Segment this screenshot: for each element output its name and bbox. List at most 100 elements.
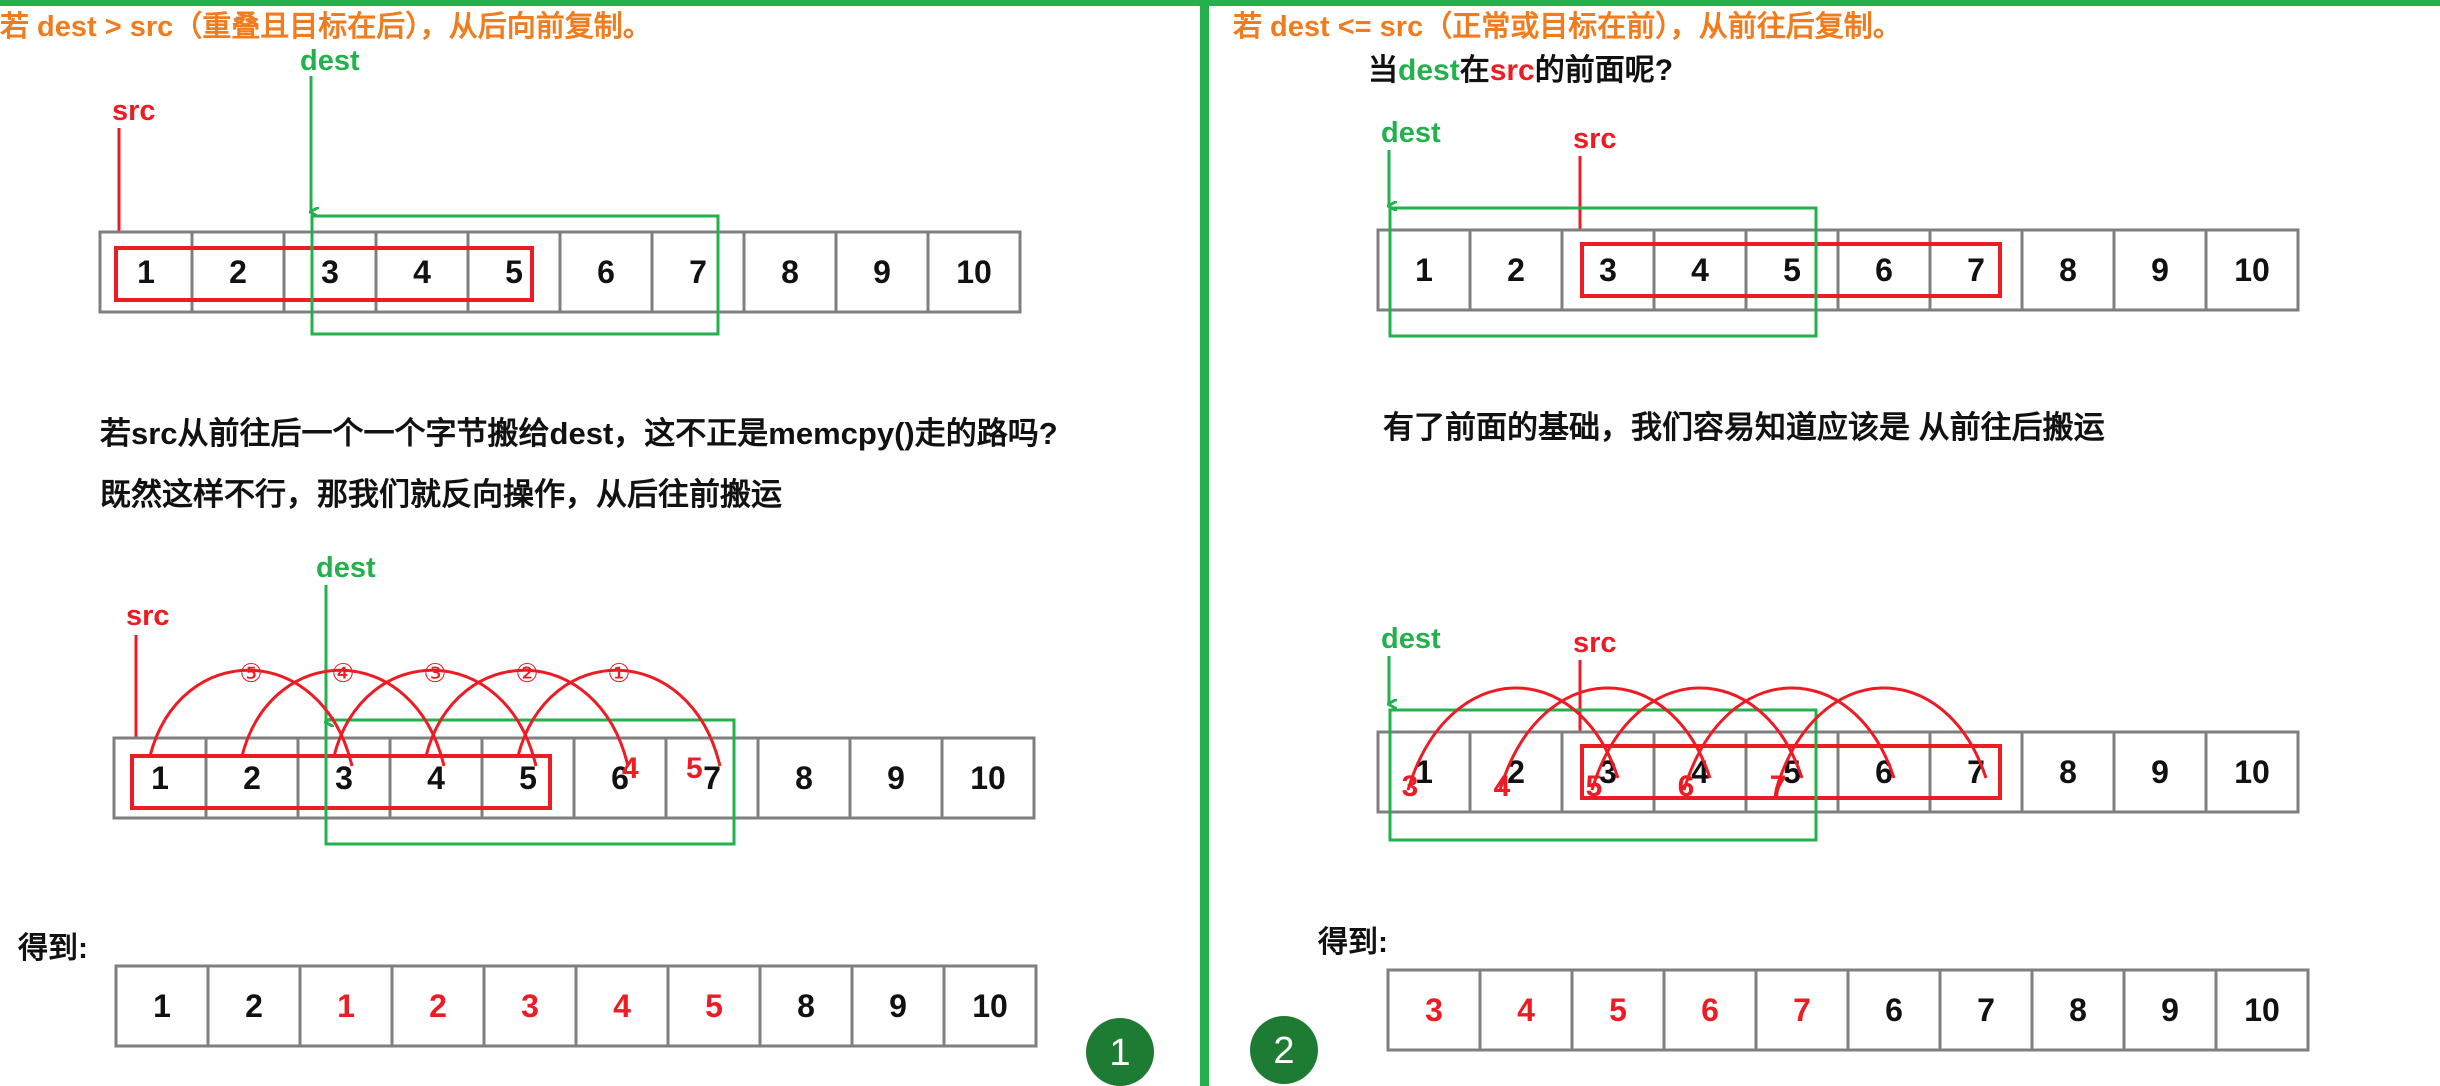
left-title: 若 dest > src（重叠且目标在后），从后向前复制。 [0,9,652,43]
right-d2-cell-2 [1468,730,1564,814]
left-copy-arc-3 [332,668,538,767]
right-d1-cell-9 [2112,228,2208,312]
left-d1-cell-10 [926,230,1022,314]
left-result-value-1: 1 [153,988,171,1024]
right-d2-value-10: 10 [2234,754,2270,790]
left-d1-value-8: 8 [781,254,799,290]
left-copied-value-6: 4 [622,752,639,785]
left-d1-value-1: 1 [137,254,155,290]
right-copied-value-1: 3 [1402,770,1419,803]
left-result-cell-10 [942,964,1038,1048]
right-d2-src-region [1580,744,2002,800]
left-d1-value-10: 10 [956,254,992,290]
right-result-cell-3 [1570,968,1666,1052]
right-d1-value-8: 8 [2059,252,2077,288]
left-result-value-4: 2 [429,988,447,1024]
right-d1-value-3: 3 [1599,252,1617,288]
right-d1-value-6: 6 [1875,252,1893,288]
left-explanation-line-1: 若src从前往后一个一个字节搬给dest，这不正是memcpy()走的路吗? [100,416,1058,451]
left-d2-cell-2 [204,736,300,820]
left-d1-value-6: 6 [597,254,615,290]
left-panel: 若 dest > src（重叠且目标在后），从后向前复制。 dest src 1… [0,9,1154,1086]
right-result-cell-6 [1846,968,1942,1052]
right-d1-value-10: 10 [2234,252,2270,288]
right-question-dest: dest [1398,54,1460,87]
right-d1-value-1: 1 [1415,252,1433,288]
right-d2-cell-9 [2112,730,2208,814]
right-copied-value-3: 5 [1586,770,1603,803]
left-badge-number: 1 [1109,1032,1130,1074]
left-copy-order-4: ② [515,658,538,688]
right-d1-value-9: 9 [2151,252,2169,288]
panel-divider [1200,0,1209,1086]
right-badge [1250,1016,1318,1084]
left-badge [1086,1018,1154,1086]
left-explanation-line-2: 既然这样不行，那我们就反向操作，从后往前搬运 [100,477,782,512]
right-copied-value-4: 6 [1678,770,1695,803]
right-d1-src-label: src [1573,123,1617,155]
right-d1-cell-2 [1468,228,1564,312]
left-d2-value-1: 1 [151,760,169,796]
right-question-src: src [1490,54,1535,87]
right-copy-arc-4 [1682,686,1896,791]
left-result-label: 得到: [17,932,88,965]
left-d1-cell-7 [650,230,746,314]
left-result-value-8: 8 [797,988,815,1024]
left-d1-value-9: 9 [873,254,891,290]
left-d2-cell-6 [572,736,668,820]
left-copy-order-5: ① [607,658,630,688]
right-copy-arcs [1406,686,1988,791]
left-result-cell-9 [850,964,946,1048]
left-result-value-3: 1 [337,988,355,1024]
left-d2-src-region [130,754,552,810]
left-result-value-2: 2 [245,988,263,1024]
left-result-value-5: 3 [521,988,539,1024]
left-d1-cell-6 [558,230,654,314]
left-copy-arc-4 [424,668,630,767]
top-border [0,0,2440,6]
left-result-value-6: 4 [613,988,631,1024]
left-copy-order-3: ③ [423,658,446,688]
left-result-cell-4 [390,964,486,1048]
left-d1-src-label: src [112,95,156,127]
right-question: 当dest在src的前面呢? [1368,54,1673,87]
left-result-cell-6 [574,964,670,1048]
left-d1-src-region [114,246,534,302]
right-result-value-4: 6 [1701,992,1719,1028]
left-d2-value-10: 10 [970,760,1006,796]
right-d2-dest-label: dest [1381,623,1441,655]
right-result-value-10: 10 [2244,992,2280,1028]
left-d2-value-6: 6 [611,760,629,796]
left-d2-cell-7 [664,736,760,820]
left-d2-cell-1 [112,736,208,820]
right-result-value-2: 4 [1517,992,1535,1028]
right-d1-value-4: 4 [1691,252,1709,288]
right-d1-value-2: 2 [1507,252,1525,288]
right-result-cell-5 [1754,968,1850,1052]
right-result-cell-10 [2214,968,2310,1052]
right-d1-cell-8 [2020,228,2116,312]
left-d1-dest-region [310,214,720,336]
right-d1-value-7: 7 [1967,252,1985,288]
right-copy-arc-2 [1498,686,1712,791]
left-d2-value-2: 2 [243,760,261,796]
right-copy-arc-1 [1406,686,1620,791]
right-d2-value-6: 6 [1875,754,1893,790]
left-result-value-10: 10 [972,988,1008,1024]
left-d1-value-4: 4 [413,254,431,290]
left-d2-cell-10 [940,736,1036,820]
right-question-part-2: 在 [1460,54,1490,87]
left-d2-value-3: 3 [335,760,353,796]
left-d2-value-8: 8 [795,760,813,796]
left-copy-order-1: ⑤ [239,658,262,688]
right-badge-number: 2 [1273,1030,1294,1072]
left-d2-value-7: 7 [703,760,721,796]
right-result-value-6: 6 [1885,992,1903,1028]
right-d2-dest-region [1388,708,1818,842]
right-d1-dest-region [1388,206,1818,338]
left-d2-src-label: src [126,600,170,632]
